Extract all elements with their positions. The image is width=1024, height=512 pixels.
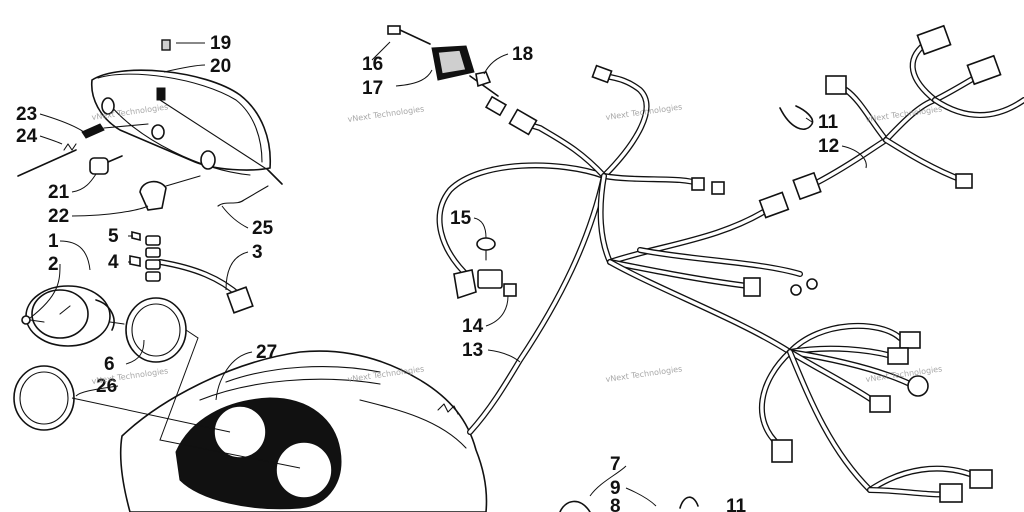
connector-14 <box>453 269 517 300</box>
callout-23: 23 <box>16 104 37 125</box>
adjuster-23 <box>81 123 149 139</box>
bulb-5 <box>131 230 141 242</box>
nut-18 <box>475 71 492 88</box>
wire-25 <box>217 185 269 207</box>
callout-25: 25 <box>252 218 274 239</box>
callout-11-lower: 11 <box>726 496 747 512</box>
gauge-harness-3 <box>145 235 254 314</box>
callout-8: 8 <box>610 496 621 512</box>
connectors <box>484 24 1002 503</box>
callout-4: 4 <box>108 252 119 273</box>
relay-17 <box>431 45 499 97</box>
callout-17: 17 <box>362 78 383 99</box>
callout-27: 27 <box>256 342 277 363</box>
callout-22: 22 <box>48 206 69 227</box>
callout-24: 24 <box>16 126 38 147</box>
watermark: vNext Technologies <box>91 366 169 386</box>
callout-13: 13 <box>462 340 483 361</box>
harness-12 <box>815 41 1024 185</box>
callout-14: 14 <box>462 316 484 337</box>
bezel-26 <box>13 365 75 431</box>
callout-1: 1 <box>48 231 59 252</box>
bolt-16 <box>387 25 431 45</box>
leader-lines <box>29 41 867 507</box>
bulb-2 <box>21 315 45 325</box>
callout-11-upper: 11 <box>818 112 839 133</box>
callout-15: 15 <box>450 208 472 229</box>
watermark: vNext Technologies <box>605 364 683 384</box>
spring-24 <box>17 149 77 177</box>
clamp-11-lower <box>679 496 699 509</box>
clip-19 <box>161 39 171 51</box>
callout-26: 26 <box>96 376 117 397</box>
bulb-4 <box>129 255 141 267</box>
main-harness-13 <box>436 73 983 498</box>
dash-panel-27 <box>119 350 488 512</box>
cap-15 <box>476 237 496 261</box>
callout-6: 6 <box>104 354 115 375</box>
callout-numbers: 19 20 23 24 21 22 25 1 2 5 4 3 6 26 27 1… <box>16 33 839 512</box>
watermark: vNext Technologies <box>347 104 425 124</box>
callout-2: 2 <box>48 254 59 275</box>
callout-20: 20 <box>210 56 231 77</box>
callout-7: 7 <box>610 454 621 475</box>
gauge-1 <box>25 285 125 347</box>
callout-16: 16 <box>362 54 383 75</box>
callout-21: 21 <box>48 182 70 203</box>
bezel-6 <box>125 297 187 363</box>
socket-21 <box>89 155 123 175</box>
callout-9: 9 <box>610 478 621 499</box>
callout-5: 5 <box>108 226 119 247</box>
callout-18: 18 <box>512 44 533 65</box>
callout-3: 3 <box>252 242 263 263</box>
callout-19: 19 <box>210 33 231 54</box>
part-7 <box>559 500 591 512</box>
callout-12: 12 <box>818 136 839 157</box>
clamp-11-upper <box>779 105 814 130</box>
headlight-assembly <box>91 69 283 185</box>
boot-22 <box>139 175 201 211</box>
